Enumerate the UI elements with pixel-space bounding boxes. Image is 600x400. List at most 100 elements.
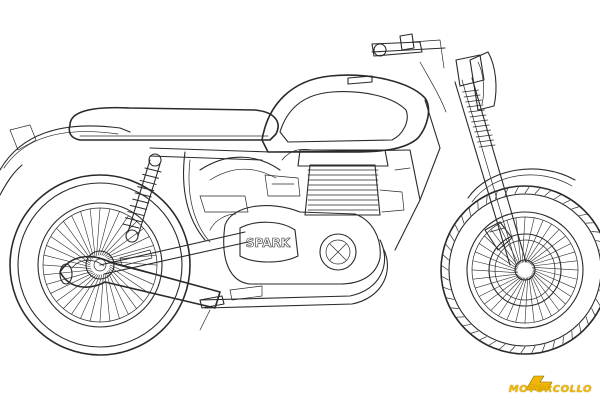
- tread-mark: [544, 190, 551, 196]
- spoke: [478, 275, 521, 297]
- spring-coil: [127, 211, 145, 217]
- tread-mark: [554, 194, 561, 200]
- spoke: [531, 273, 560, 311]
- spoke: [474, 251, 518, 271]
- spoke: [103, 221, 137, 256]
- spoke: [529, 243, 572, 265]
- spoke: [527, 229, 560, 263]
- tread-mark: [562, 336, 564, 345]
- tread-mark: [585, 316, 589, 325]
- spoke: [484, 276, 522, 305]
- handlebar: [371, 33, 447, 113]
- spoke: [524, 219, 544, 263]
- spoke: [498, 277, 524, 317]
- cylinder-fins: [307, 169, 379, 211]
- spoke: [106, 236, 150, 258]
- tread-mark: [479, 336, 487, 341]
- spoke: [43, 254, 91, 268]
- tread-mark: [571, 206, 580, 210]
- spoke: [515, 217, 522, 264]
- spoke: [50, 272, 94, 294]
- spoke: [506, 277, 526, 321]
- spoke: [101, 215, 129, 256]
- rear-shock-spring: [122, 167, 162, 229]
- spoke: [50, 236, 91, 264]
- spoke: [506, 219, 521, 265]
- spring-coil: [132, 198, 150, 204]
- tread-mark: [489, 340, 496, 346]
- spoke: [529, 275, 544, 321]
- spoke: [104, 273, 111, 322]
- fork-gaiter: [462, 89, 496, 148]
- spoke: [108, 269, 137, 309]
- gaiter-ring: [475, 134, 493, 138]
- tread-mark: [552, 340, 555, 349]
- spoke: [107, 245, 154, 259]
- tread-mark: [579, 213, 587, 216]
- spoke: [523, 217, 535, 263]
- rear-shock-absorber: [122, 153, 162, 243]
- spoke: [528, 235, 566, 264]
- tread-mark: [470, 330, 479, 334]
- spoke: [80, 211, 94, 258]
- spoke: [63, 274, 97, 309]
- spoke: [524, 277, 529, 324]
- spoke: [515, 277, 527, 323]
- spring-coil: [124, 217, 142, 223]
- tread-mark: [449, 234, 455, 241]
- engine-badge: SPARK: [246, 236, 291, 250]
- spoke: [71, 215, 93, 259]
- spoke: [532, 266, 579, 271]
- spoke: [490, 277, 523, 311]
- swingarm: [99, 231, 249, 275]
- tread-mark: [441, 265, 449, 271]
- spoke: [531, 260, 578, 267]
- spoke: [46, 271, 93, 285]
- tread-mark: [504, 188, 508, 196]
- tread-mark: [445, 244, 451, 251]
- tread-mark: [534, 188, 541, 195]
- spring-coil: [139, 179, 157, 185]
- tread-mark: [563, 199, 571, 204]
- tread-mark: [463, 324, 471, 327]
- spoke: [42, 264, 91, 269]
- headlight: [469, 51, 497, 111]
- tread-mark: [450, 307, 459, 309]
- spoke: [109, 268, 144, 302]
- front-wheel: [440, 185, 600, 355]
- gaiter-ring: [466, 104, 484, 108]
- spoke: [99, 274, 104, 323]
- gaiter-ring: [477, 139, 494, 143]
- front-tire-tread: [441, 186, 600, 354]
- fuel-tank: [261, 74, 430, 153]
- spoke: [89, 274, 103, 322]
- spoke: [96, 207, 101, 256]
- tread-mark: [443, 254, 450, 261]
- watermark-text: MOTORCOLLO: [508, 384, 592, 395]
- front-wheel-spokes: [471, 216, 579, 324]
- spoke: [107, 271, 129, 315]
- spoke: [97, 208, 111, 256]
- spoke: [484, 235, 518, 268]
- tread-mark: [486, 195, 488, 204]
- tread-mark: [468, 208, 471, 216]
- spoke: [43, 269, 92, 276]
- tread-mark: [495, 191, 498, 200]
- tread-mark: [591, 308, 596, 316]
- tread-mark: [524, 186, 530, 194]
- spring-coil: [144, 167, 162, 173]
- tread-mark: [446, 297, 455, 300]
- gaiter-ring: [465, 99, 482, 103]
- tread-mark: [514, 186, 519, 195]
- spoke: [106, 272, 120, 319]
- spoke: [532, 269, 576, 289]
- gaiter-ring: [478, 144, 496, 148]
- spoke: [471, 269, 518, 274]
- spoke: [63, 221, 92, 261]
- spoke: [526, 223, 552, 263]
- spoke: [474, 274, 520, 289]
- tread-mark: [579, 324, 582, 332]
- frame: [149, 99, 441, 251]
